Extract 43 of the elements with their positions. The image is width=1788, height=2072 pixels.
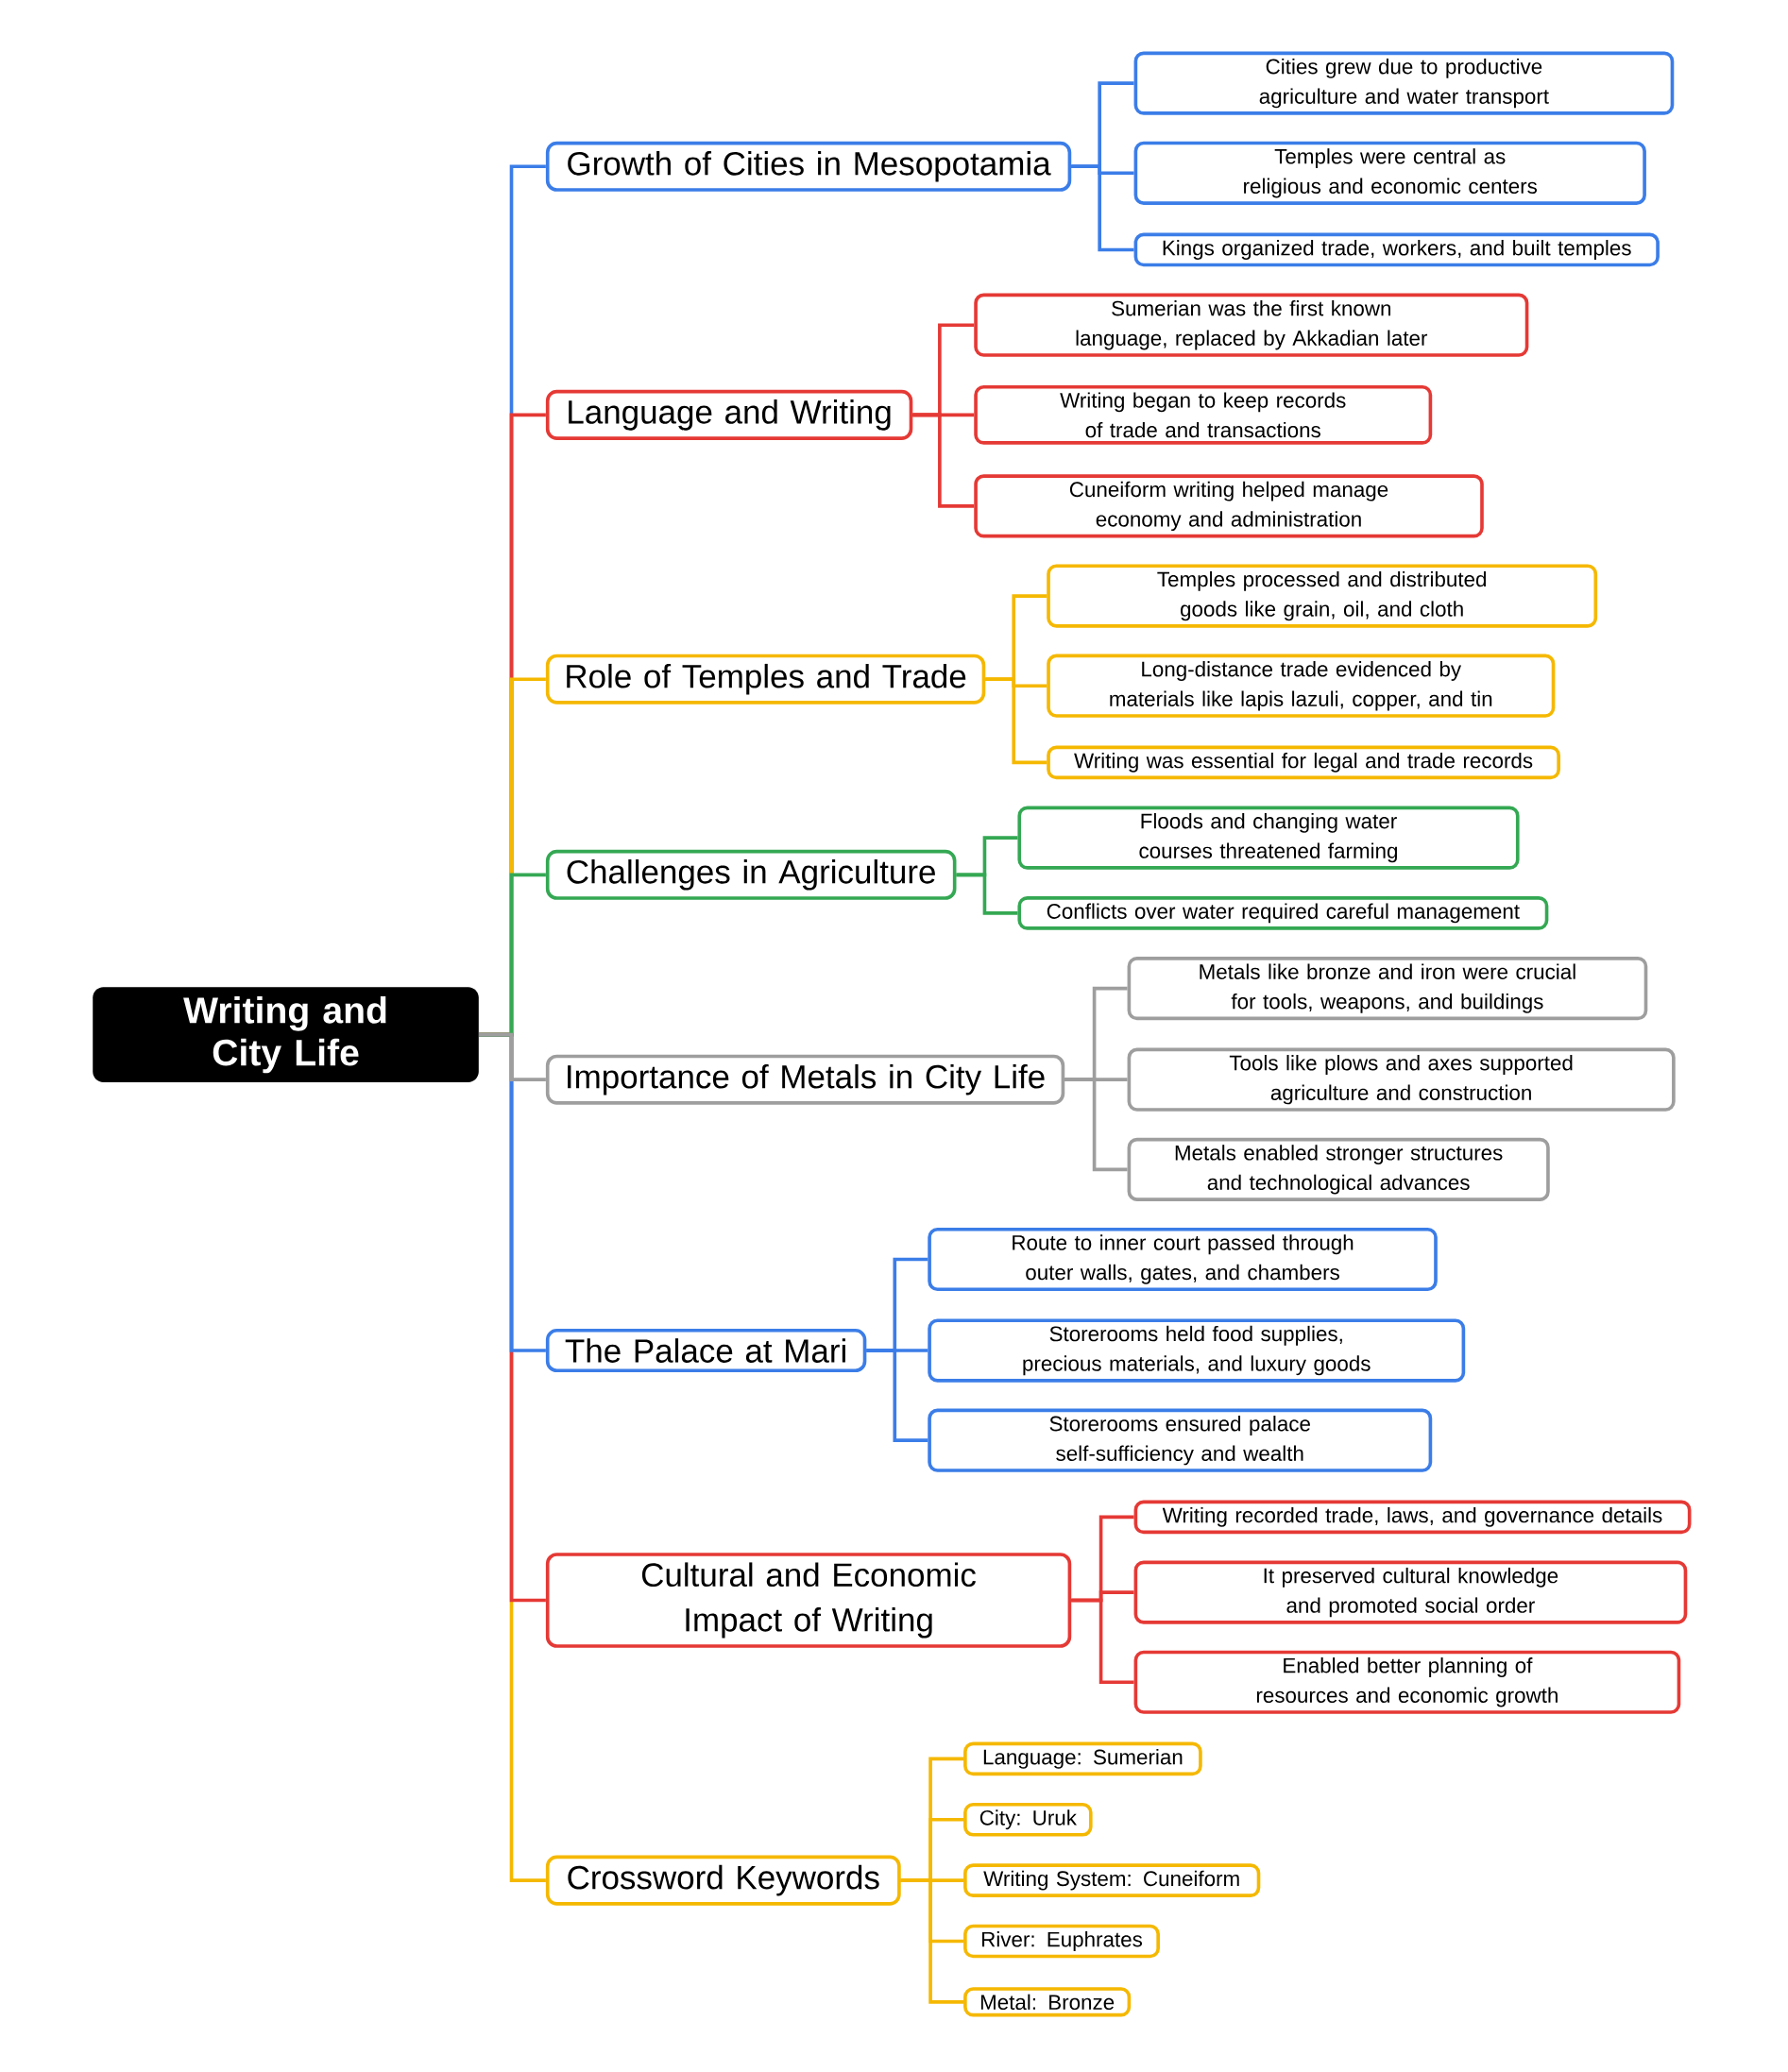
detail-box: Long-distance trade evidenced by materials like lapis lazuli, copper, and tin <box>1047 654 1556 718</box>
detail-box: Cities grew due to productive agriculture and water transport <box>1133 51 1675 115</box>
connector-line <box>1064 1078 1128 1081</box>
detail-box: City: Uruk <box>962 1802 1093 1837</box>
detail-box: Metals enabled stronger structures and technological advances <box>1127 1137 1550 1201</box>
detail-box: Metals like bronze and iron were crucial for tools, weapons, and buildings <box>1127 957 1648 1021</box>
detail-box: Storerooms ensured palace self-sufficiency and wealth <box>928 1408 1433 1472</box>
topic-box: The Palace at Mari <box>545 1329 867 1373</box>
detail-box: Writing was essential for legal and trade records <box>1047 745 1560 780</box>
topic-box: Crossword Keywords <box>545 1855 901 1906</box>
detail-box: Writing recorded trade, laws, and governance details <box>1133 1500 1692 1535</box>
detail-box: Language: Sumerian <box>962 1741 1202 1776</box>
detail-box: Metal: Bronze <box>962 1987 1132 2017</box>
connector-line <box>912 413 975 417</box>
detail-box: Kings organized trade, workers, and built temples <box>1133 232 1660 267</box>
topic-box: Cultural and Economic Impact of Writing <box>545 1553 1072 1648</box>
detail-box: Writing System: Cuneiform <box>962 1863 1261 1897</box>
detail-box: Tools like plows and axes supported agriculture and construction <box>1127 1047 1676 1112</box>
topic-box: Language and Writing <box>545 389 913 440</box>
detail-box: Route to inner court passed through outer walls, gates, and chambers <box>928 1227 1438 1292</box>
topic-box: Role of Temples and Trade <box>545 654 986 705</box>
detail-box: River: Euphrates <box>962 1924 1160 1959</box>
topic-box: Importance of Metals in City Life <box>545 1054 1065 1105</box>
topic-box: Challenges in Agriculture <box>545 849 957 900</box>
root-box: Writing and City Life <box>93 987 479 1083</box>
connector-line <box>1071 164 1134 176</box>
detail-box: Temples were central as religious and economic centers <box>1133 141 1646 205</box>
topic-box: Growth of Cities in Mesopotamia <box>545 141 1072 192</box>
connector-line <box>985 677 1047 688</box>
detail-box: Temples processed and distributed goods like grain, oil, and cloth <box>1047 564 1598 628</box>
detail-box: Enabled better planning of resources and economic growth <box>1133 1650 1681 1714</box>
connector-line <box>900 1878 963 1882</box>
detail-box: Storerooms held food supplies, precious materials, and luxury goods <box>928 1318 1466 1383</box>
connector-line <box>479 1032 546 1081</box>
connector-line <box>956 836 1018 877</box>
detail-box: Sumerian was the first known language, replaced by Akkadian later <box>974 293 1529 357</box>
detail-box: Cuneiform writing helped manage economy and administration <box>974 474 1484 538</box>
connector-line <box>1071 1590 1134 1603</box>
detail-box: Writing began to keep records of trade and transactions <box>974 385 1433 445</box>
detail-box: Floods and changing water courses threatened farming <box>1017 806 1520 870</box>
detail-box: It preserved cultural knowledge and promoted social order <box>1133 1560 1688 1624</box>
connector-line <box>866 1349 928 1352</box>
detail-box: Conflicts over water required careful management <box>1017 896 1549 930</box>
